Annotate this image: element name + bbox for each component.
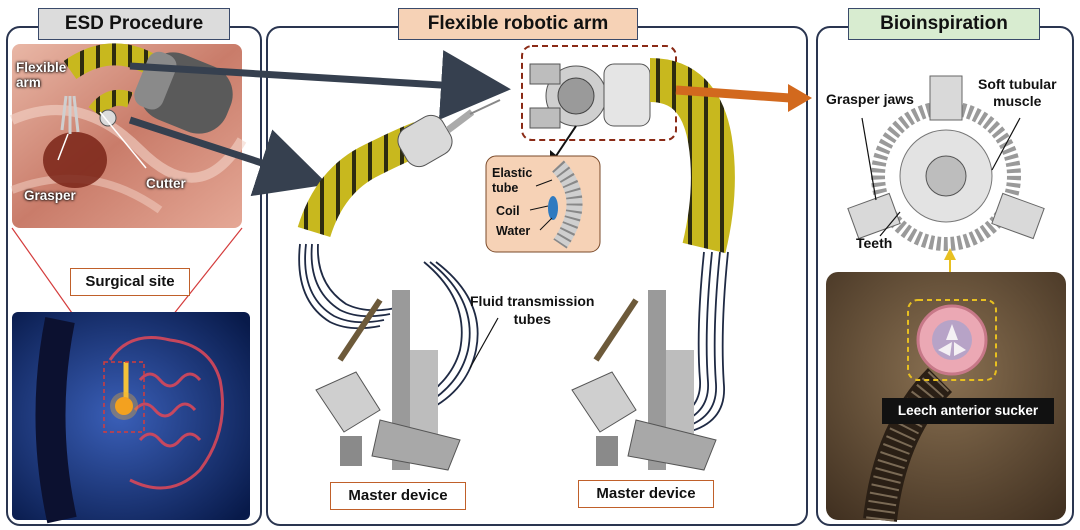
left-master-device [315, 290, 461, 471]
grasper-label: Grasper [24, 188, 76, 203]
bio-title: Bioinspiration [848, 8, 1040, 40]
right-fluid-tubes [669, 251, 729, 433]
teeth-label: Teeth [856, 235, 893, 251]
master-device-right-tag: Master device [578, 480, 714, 508]
coil-label: Coil [496, 204, 520, 218]
master-device-left-tag: Master device [330, 482, 466, 510]
leech-sucker-label: Leech anterior sucker [882, 398, 1054, 424]
grasper-jaws-label: Grasper jaws [826, 91, 914, 107]
biomimetic-gripper [847, 75, 1045, 251]
left-arm-illustration [297, 99, 501, 238]
water-label: Water [496, 224, 531, 238]
flexible-arm-label: Flexible arm [16, 60, 67, 90]
left-fluid-tubes [298, 243, 479, 409]
right-arm-illustration [648, 58, 735, 254]
bioinspiration-arrow [788, 84, 812, 112]
elastic-tube-inset [485, 155, 601, 253]
leech-photo [826, 272, 1066, 523]
arm-title: Flexible robotic arm [398, 8, 638, 40]
fluid-tubes-label: Fluid transmission tubes [470, 293, 595, 327]
center-gripper [529, 63, 651, 129]
soft-tubular-muscle-label: Soft tubular muscle [978, 76, 1057, 109]
surgical-site-tag: Surgical site [70, 268, 190, 296]
abdomen-xray-view [12, 312, 250, 524]
esd-title: ESD Procedure [38, 8, 230, 40]
gripper-zoom-box [521, 45, 677, 141]
elastic-tube-label: Elastic tube [492, 166, 533, 195]
cutter-label: Cutter [146, 176, 186, 191]
right-master-device [571, 290, 717, 471]
